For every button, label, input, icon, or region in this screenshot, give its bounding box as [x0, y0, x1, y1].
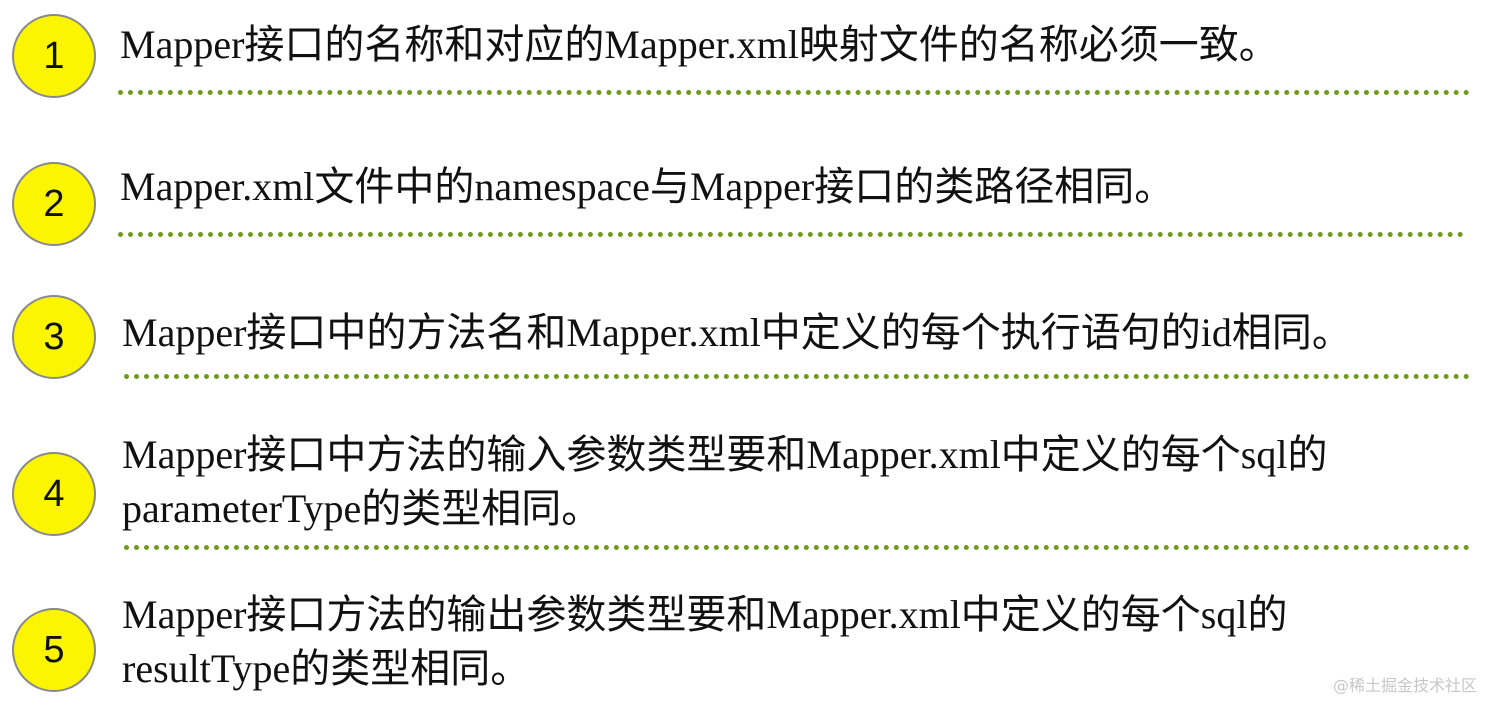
rule-divider-4: [124, 545, 1470, 550]
rule-text-3-line-1: Mapper接口中的方法名和Mapper.xml中定义的每个执行语句的id相同。: [122, 310, 1352, 355]
number-badge-4: 4: [12, 452, 96, 536]
number-badge-5: 5: [12, 608, 96, 692]
rule-divider-3: [124, 374, 1470, 379]
watermark-text: @稀土掘金技术社区: [1332, 676, 1477, 695]
number-badge-2: 2: [12, 162, 96, 246]
rule-divider-1: [118, 90, 1470, 95]
rule-text-4-line-1: Mapper接口中方法的输入参数类型要和Mapper.xml中定义的每个sql的: [122, 432, 1328, 477]
number-badge-3: 3: [12, 295, 96, 379]
rule-divider-2: [118, 232, 1464, 237]
rule-text-2-line-1: Mapper.xml文件中的namespace与Mapper接口的类路径相同。: [120, 164, 1175, 209]
rule-text-4-line-2: parameterType的类型相同。: [122, 486, 602, 531]
rule-text-5-line-2: resultType的类型相同。: [122, 646, 531, 691]
number-badge-1: 1: [12, 14, 96, 98]
rule-text-1-line-1: Mapper接口的名称和对应的Mapper.xml映射文件的名称必须一致。: [120, 22, 1279, 67]
rule-text-5-line-1: Mapper接口方法的输出参数类型要和Mapper.xml中定义的每个sql的: [122, 592, 1288, 637]
